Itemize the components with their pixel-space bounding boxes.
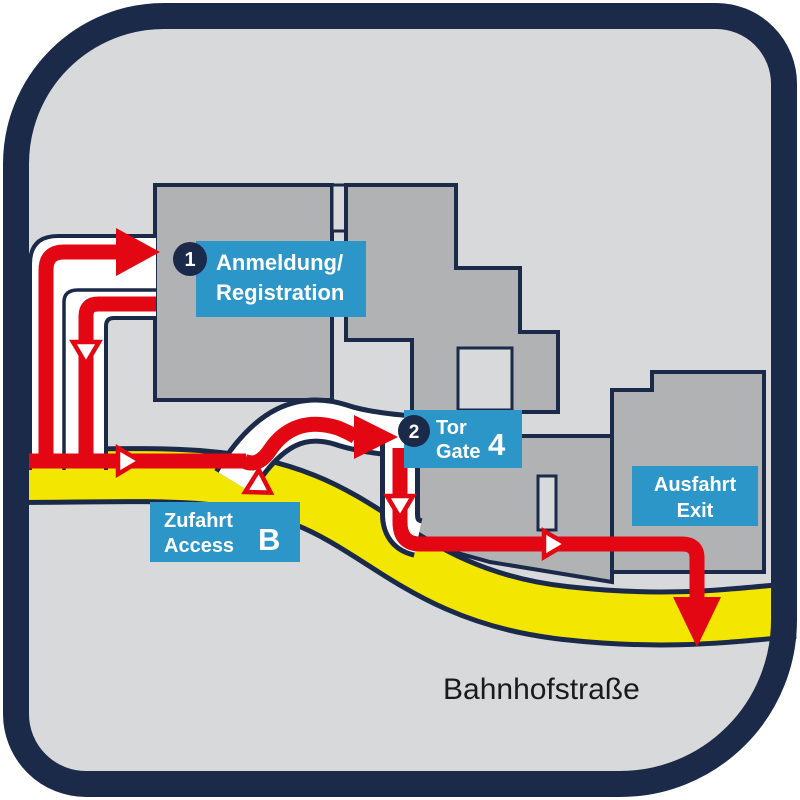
route-entry [38,244,116,462]
badge-1-number: 1 [184,249,195,271]
arrowhead-gate-icon [354,415,398,459]
arrowhead-registration-icon [116,228,160,276]
badge-2-number: 2 [409,422,420,443]
building-slot [330,183,348,233]
route-arrowheads [116,228,721,647]
label-access-box [150,502,300,562]
street-road [5,446,797,648]
badge-1 [173,242,207,276]
label-gate: 2 Tor Gate 4 [398,410,522,468]
driveway-left-outline-outer [28,234,156,470]
driveway-left-lane-divider [62,288,156,470]
label-exit-box [632,466,758,526]
label-registration-line2: Registration [216,280,344,305]
lane-arrow-inner-down-icon [383,493,417,523]
label-registration: 1 Anmeldung/ Registration [173,241,366,317]
label-access-line2: Access [164,535,234,557]
label-gate-line1: Tor [436,417,467,439]
yard-slot [536,474,558,532]
lane-arrowheads [69,339,571,561]
street-name: Bahnhofstraße [443,673,640,706]
street-road-surface [5,451,797,643]
label-registration-box [196,241,366,317]
route-return [78,296,156,462]
building-central-notch [456,346,514,412]
label-access-line1: Zufahrt [164,510,233,532]
lane-arrow-road-icon [115,444,145,478]
label-access-letter: B [258,522,280,557]
label-gate-line2: Gate [436,441,480,463]
label-exit: Ausfahrt Exit [632,466,758,526]
label-gate-number: 4 [488,427,506,462]
label-exit-line2: Exit [677,500,714,522]
driveway-left-outline-inner [104,316,156,470]
lane-arrow-junction-icon [241,465,275,496]
lane-arrow-inner-right-icon [541,527,571,561]
badge-2 [398,415,430,447]
label-exit-line1: Ausfahrt [654,474,737,496]
route-gate [240,416,361,471]
label-access: Zufahrt Access B [150,502,300,562]
label-registration-line1: Anmeldung/ [216,250,343,275]
lane-arrow-return-icon [69,339,103,369]
arrowhead-exit-icon [673,597,721,647]
